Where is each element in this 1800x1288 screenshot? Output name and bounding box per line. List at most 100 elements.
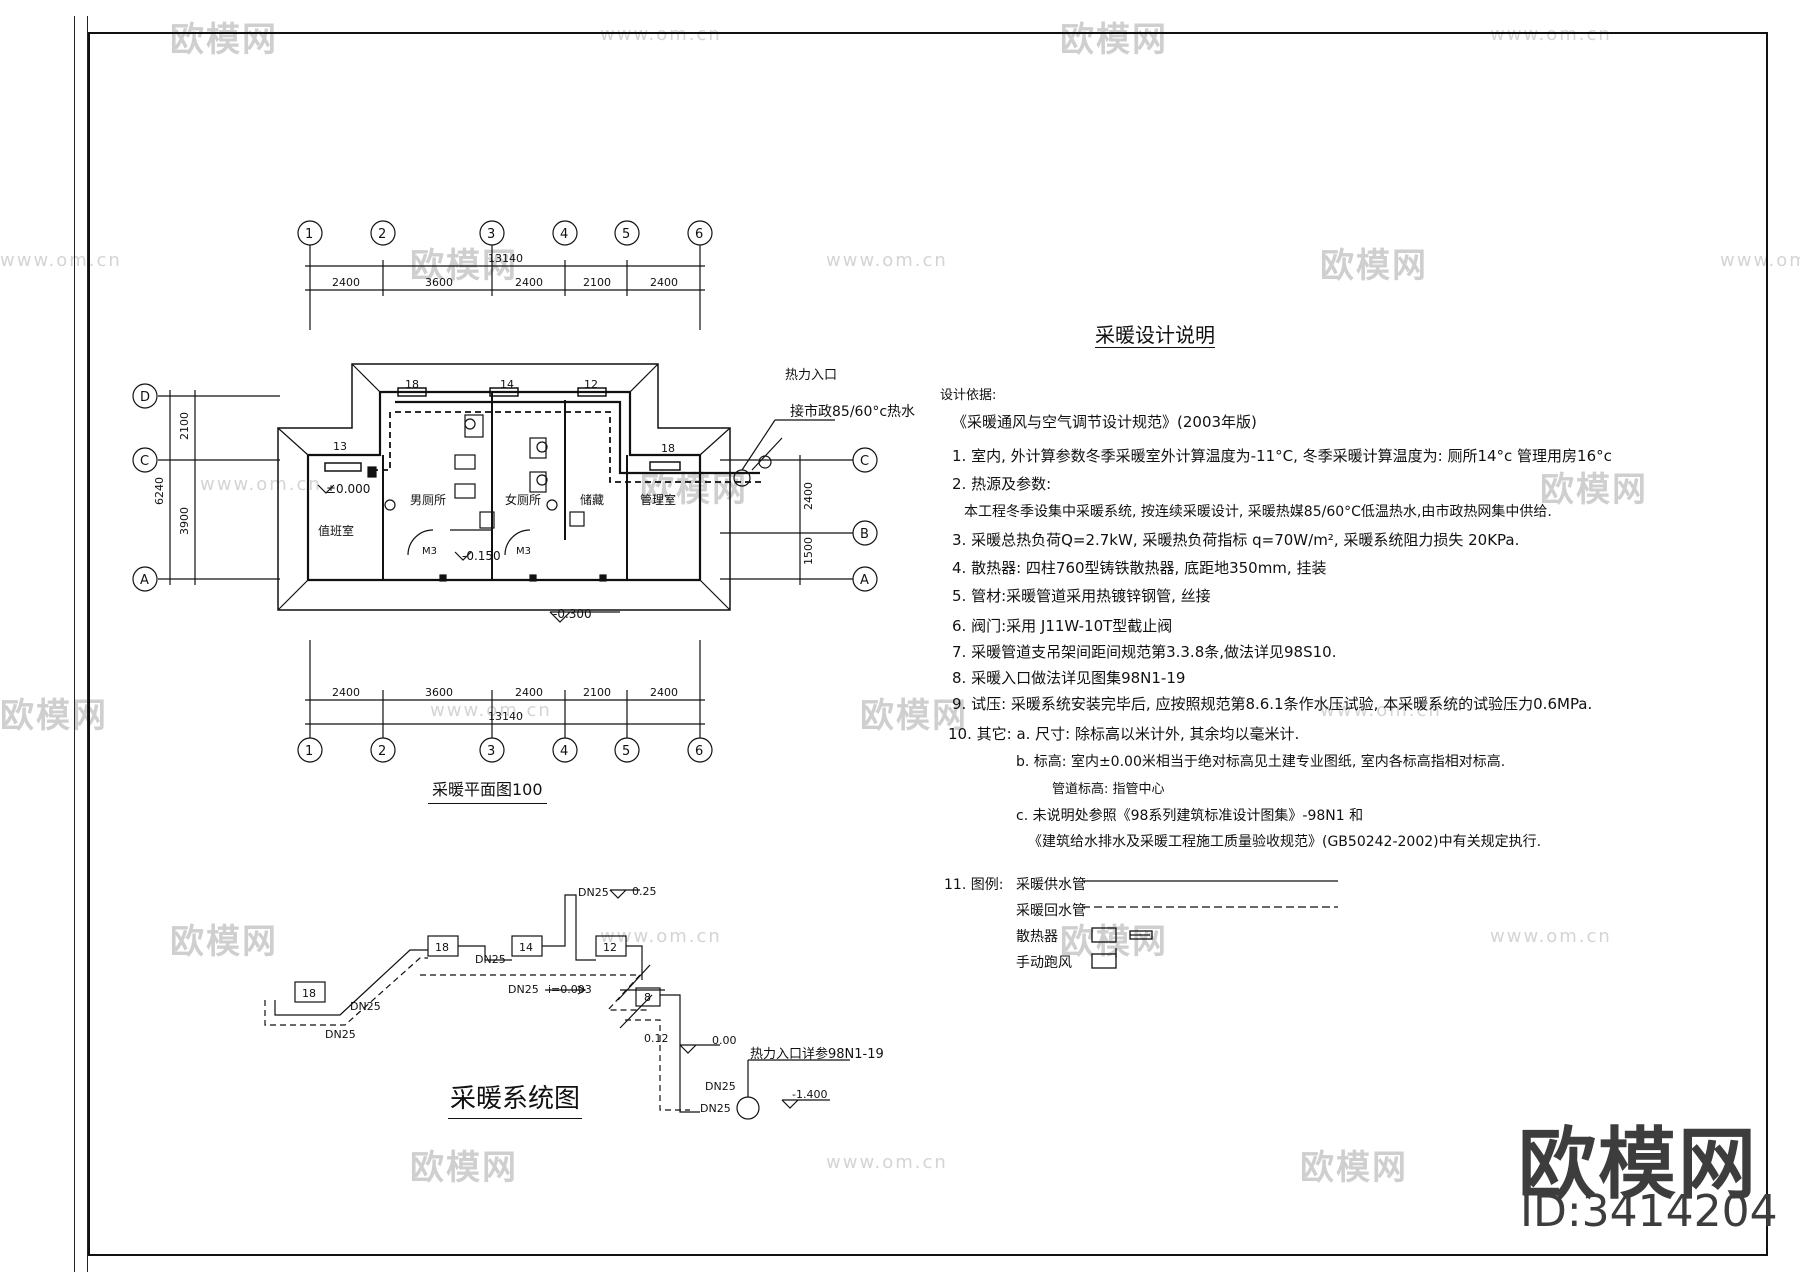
grid-col-label: 3 [487, 744, 495, 759]
note-line: 4. 散热器: 四柱760型铸铁散热器, 底距地350mm, 挂装 [952, 559, 1327, 577]
pipe-size: DN25 [508, 983, 539, 996]
note-line: 10. 其它: a. 尺寸: 除标高以米计外, 其余均以毫米计. [948, 725, 1300, 743]
watermark-logo: 欧模网 [170, 20, 278, 60]
dimension: 2400 [332, 276, 360, 289]
radiator-count: 18 [435, 941, 449, 954]
note-line: 《建筑给水排水及采暖工程施工质量验收规范》(GB50242-2002)中有关规定… [1028, 834, 1542, 850]
dimension: 3600 [425, 276, 453, 289]
watermark-logo: 欧模网 [640, 470, 748, 510]
radiator-count: 12 [603, 941, 617, 954]
watermark-url: www.om.cn [600, 24, 722, 45]
grid-row-label: B [860, 527, 869, 542]
pipe-size: DN25 [475, 953, 506, 966]
inlet-note: 热力入口详参98N1-19 [750, 1046, 884, 1062]
watermark-url: www.om.cn [1720, 250, 1800, 271]
radiator-count: 18 [661, 442, 675, 455]
legend-title: 11. 图例: [944, 877, 1004, 893]
grid-row-label: C [140, 454, 149, 469]
system-diagram-lines [264, 889, 850, 1120]
pipe-size: DN25 [578, 886, 609, 899]
grid-col-label: 3 [487, 227, 495, 242]
grid-col-label: 4 [560, 227, 568, 242]
legend-item-radiator: 散热器 [1016, 929, 1058, 945]
pipe-size: DN25 [705, 1080, 736, 1093]
system-labels: 18 18 14 12 8 DN25 DN25 DN25 DN25 DN25 D… [302, 885, 884, 1115]
watermark-logo: 欧模网 [1320, 246, 1428, 286]
dimension: 3600 [425, 686, 453, 699]
grid-col-label: 1 [305, 227, 313, 242]
legend-item-return: 采暖回水管 [1016, 903, 1086, 919]
radiator-count: 12 [584, 378, 598, 391]
level-label: 0.25 [632, 885, 657, 898]
grid-row-label: D [140, 390, 150, 405]
grid-col-label: 6 [695, 744, 703, 759]
watermark-logo: 欧模网 [860, 696, 968, 736]
grid-col-label: 6 [695, 227, 703, 242]
note-line: 3. 采暖总热负荷Q=2.7kW, 采暖热负荷指标 q=70W/m², 采暖系统… [952, 531, 1520, 549]
watermark-url: www.om.cn [826, 1152, 948, 1173]
note-line: 2. 热源及参数: [952, 475, 1052, 493]
dimension: 2100 [583, 686, 611, 699]
grid-bubbles-bottom [297, 737, 713, 763]
grid-row-label: A [140, 573, 149, 588]
dimension: 3900 [178, 507, 191, 535]
dimension: 2400 [650, 686, 678, 699]
note-line: 5. 管材:采暖管道采用热镀锌钢管, 丝接 [952, 587, 1211, 605]
grid-col-label: 4 [560, 744, 568, 759]
legend-lines [1082, 880, 1338, 969]
watermark-logo: 欧模网 [1060, 20, 1168, 60]
level-label: -0.150 [462, 549, 501, 563]
total-dimension: 13140 [488, 710, 523, 723]
note-line: 7. 采暖管道支吊架间距间规范第3.3.8条,做法详见98S10. [952, 643, 1337, 661]
room-label: 男厕所 [410, 493, 446, 507]
note-line: 本工程冬季设集中采暖系统, 按连续采暖设计, 采暖热媒85/60°C低温热水,由… [964, 504, 1552, 520]
door-label: M3 [516, 546, 531, 557]
brand-logo: 欧模网 [1518, 1120, 1759, 1210]
note-line: 8. 采暖入口做法详见图集98N1-19 [952, 669, 1186, 687]
room-label: 储藏 [580, 492, 604, 507]
plan-title: 采暖平面图100 [428, 776, 547, 804]
radiator-count: 14 [519, 941, 533, 954]
radiator-count: 14 [500, 378, 514, 391]
legend-item-supply: 采暖供水管 [1016, 877, 1086, 893]
binding-strip [74, 16, 88, 1272]
note-line: 《采暖通风与空气调节设计规范》(2003年版) [952, 413, 1257, 431]
watermark-logo: 欧模网 [1540, 470, 1648, 510]
dimension: 2400 [515, 276, 543, 289]
watermark-url: www.om.cn [1490, 24, 1612, 45]
radiator-count: 18 [302, 987, 316, 1000]
level-label: 0.12 [644, 1032, 669, 1045]
grid-col-label: 2 [378, 227, 386, 242]
grid-row-label: C [860, 454, 869, 469]
grid-col-label: 5 [622, 744, 630, 759]
watermark-logo: 欧模网 [1300, 1148, 1408, 1188]
grid-col-label: 1 [305, 744, 313, 759]
room-label: 值班室 [318, 523, 354, 538]
dimension: 2400 [515, 686, 543, 699]
dimension: 2400 [332, 686, 360, 699]
watermark-url: www.om.cn [200, 474, 322, 495]
model-id: ID:3414204 [1520, 1186, 1778, 1237]
watermark-url: www.om.cn [1490, 926, 1612, 947]
slope-label: i=0.003 [548, 983, 592, 996]
notes-title: 采暖设计说明 [1095, 323, 1215, 348]
radiator-count: 18 [405, 378, 419, 391]
legend-item-air-vent: 手动跑风 [1016, 955, 1072, 971]
note-line: 设计依据: [940, 388, 997, 403]
inlet-label: 热力入口 [785, 368, 837, 383]
dimension: 2400 [650, 276, 678, 289]
watermark-logo: 欧模网 [170, 922, 278, 962]
door-label: M3 [422, 546, 437, 557]
pipe-size: DN25 [325, 1028, 356, 1041]
watermark-url: www.om.cn [600, 926, 722, 947]
note-line: 6. 阀门:采用 J11W-10T型截止阀 [952, 617, 1173, 635]
radiator-count: 8 [644, 991, 651, 1004]
note-line: b. 标高: 室内±0.00米相当于绝对标高见土建专业图纸, 室内各标高指相对标… [1016, 754, 1506, 770]
room-label: 管理室 [640, 492, 676, 507]
level-label: ±0.000 [326, 482, 370, 496]
radiator-count: 13 [333, 440, 347, 453]
total-dimension: 6240 [153, 477, 166, 505]
watermark-url: www.om.cn [430, 700, 552, 721]
grid-col-label: 5 [622, 227, 630, 242]
watermark-logo: 欧模网 [410, 1148, 518, 1188]
